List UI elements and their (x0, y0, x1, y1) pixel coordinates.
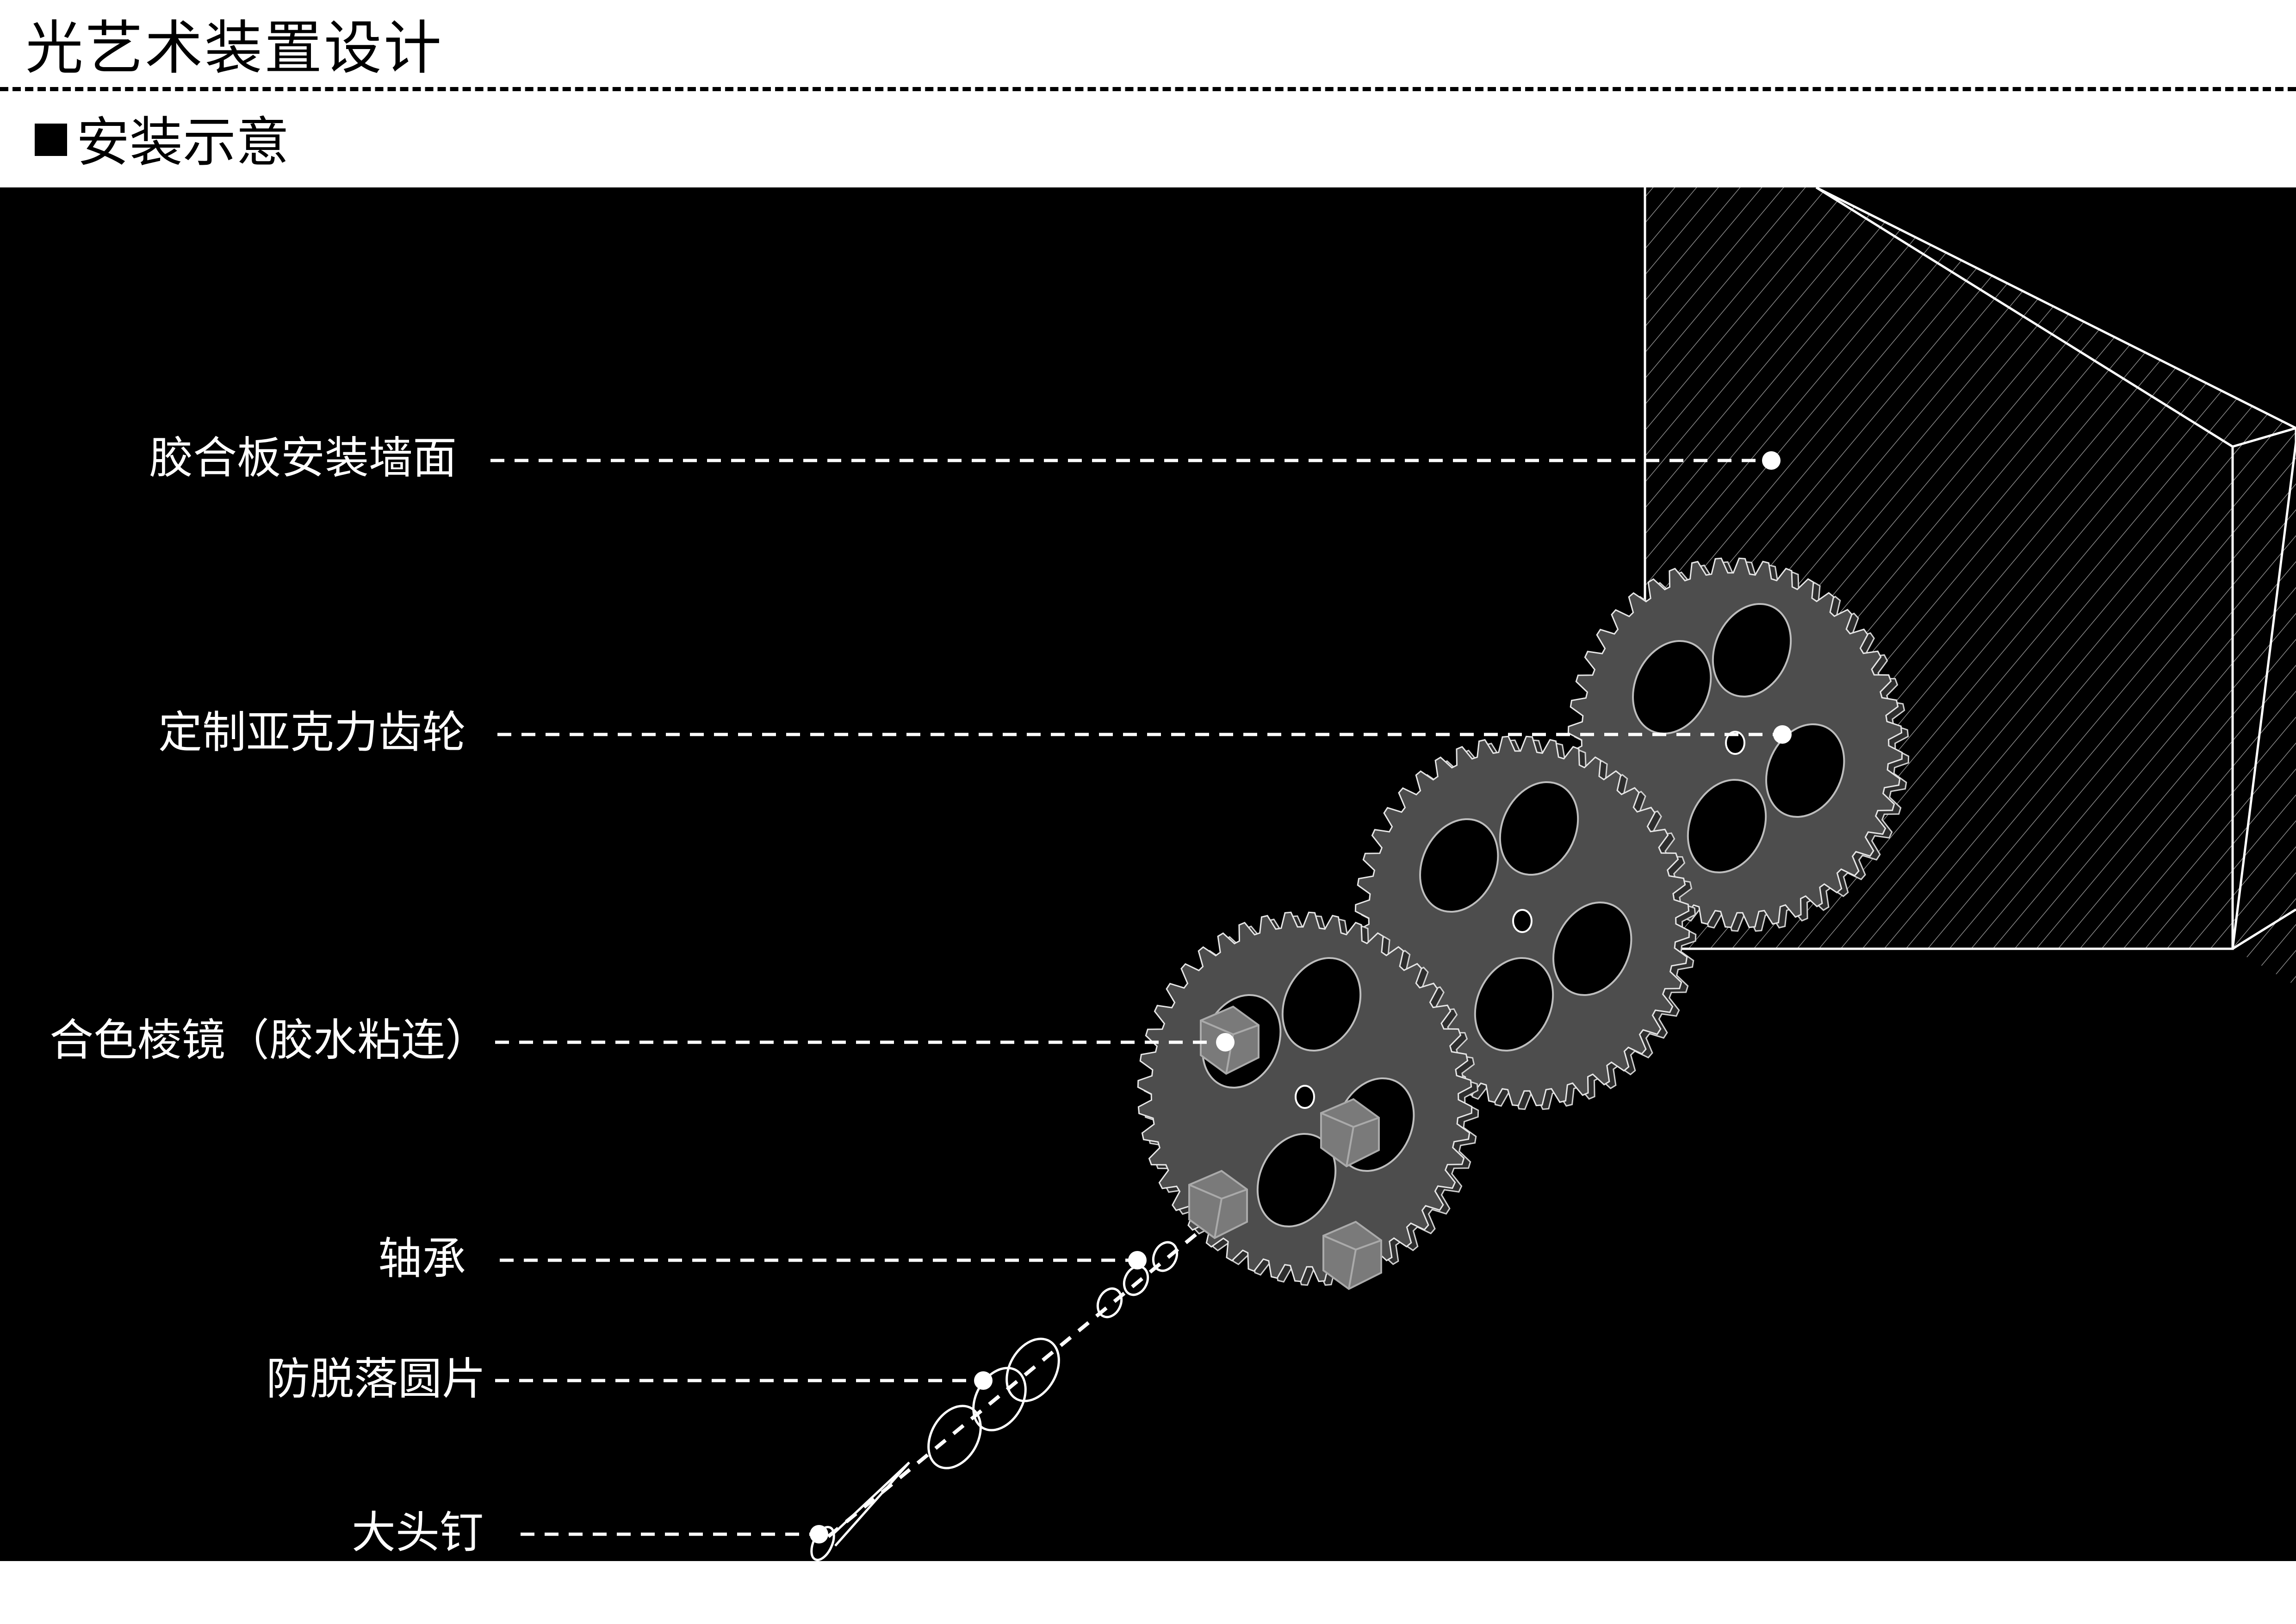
section-heading: 安装示意 (35, 110, 289, 175)
color-prisms (1188, 1005, 1382, 1290)
washer-disc (972, 1367, 1027, 1431)
bearing-ring (1152, 1241, 1179, 1272)
gear-hole (1712, 603, 1792, 698)
wall-bottom-edge (2232, 908, 2296, 950)
label-bearing: 轴承 (378, 1233, 466, 1284)
washer-disc (1005, 1338, 1060, 1402)
gear-hub (1512, 909, 1533, 933)
leader-dot-pin (810, 1525, 828, 1543)
gear-hole (1281, 957, 1362, 1052)
gear-hole (1419, 818, 1499, 913)
leader-dot-bearing (1128, 1251, 1147, 1269)
wall-side-outline (1815, 187, 2296, 949)
leader-dots (810, 451, 1792, 1543)
gear-hole (1474, 957, 1554, 1052)
wall-top-edge (2232, 427, 2296, 448)
prism-cube (1322, 1220, 1382, 1290)
prism-cube (1320, 1098, 1380, 1168)
leader-dot-washer (974, 1371, 993, 1390)
gear-hub (1295, 1085, 1315, 1109)
title-divider (0, 87, 2296, 91)
gear-hole (1256, 1132, 1337, 1228)
acrylic-gear (1567, 557, 1910, 932)
gear-hole (1632, 640, 1712, 735)
label-push-pin: 大头钉 (351, 1507, 484, 1558)
square-bullet-icon (35, 124, 67, 156)
installation-diagram (490, 187, 2296, 1561)
gear-hole (1765, 723, 1845, 818)
section-heading-text: 安装示意 (76, 112, 290, 174)
push-pin (810, 1462, 910, 1561)
prism-cube (1188, 1170, 1248, 1239)
label-acrylic-gear: 定制亚克力齿轮 (158, 707, 466, 758)
label-anti-drop-washer: 防脱落圆片 (266, 1354, 486, 1405)
pin-shaft (832, 1462, 910, 1547)
leader-dot-gear (1773, 725, 1792, 744)
gear-hole (1499, 781, 1579, 876)
diagram-panel: 胶合板安装墙面 定制亚克力齿轮 合色棱镜（胶水粘连） 轴承 防脱落圆片 大头钉 (0, 187, 2296, 1561)
gear-hub (1725, 731, 1745, 755)
leader-dot-prism (1216, 1033, 1235, 1052)
washer-disc (927, 1405, 982, 1469)
label-plywood-wall: 胶合板安装墙面 (149, 433, 457, 484)
washers (927, 1338, 1060, 1469)
leader-lines (490, 459, 1779, 1536)
label-color-prism: 合色棱镜（胶水粘连） (49, 1015, 489, 1066)
bearing-ring (1096, 1287, 1123, 1319)
page-title: 光艺术装置设计 (25, 15, 443, 82)
gear-hole (1552, 901, 1632, 996)
gear-hole (1687, 778, 1767, 874)
leader-dot-wall (1762, 451, 1781, 470)
